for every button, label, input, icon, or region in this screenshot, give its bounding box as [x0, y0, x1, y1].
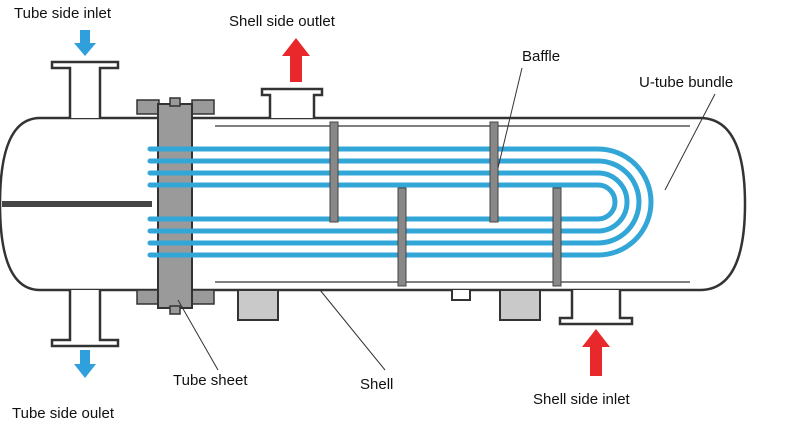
- shell-side-inlet-label: Shell side inlet: [533, 391, 631, 408]
- shell-side-outlet-nozzle: [260, 87, 324, 118]
- flange-bottom-right: [191, 289, 215, 305]
- u-tube-bundle: [147, 146, 654, 258]
- baffle-3: [489, 121, 499, 223]
- u-tube-bundle-label: U-tube bundle: [639, 74, 733, 91]
- tube-sheet-top-cap: [169, 97, 181, 107]
- u-tube-3: [147, 170, 630, 234]
- saddle-support-right: [499, 289, 541, 321]
- baffle-leader-line: [497, 67, 523, 169]
- flange-top-right: [191, 99, 215, 115]
- tube-side-outlet-label: Tube side oulet: [12, 405, 115, 422]
- drain-stub: [451, 290, 471, 301]
- tube-side-inlet-label: Tube side inlet: [14, 5, 112, 22]
- flange-top-left: [136, 99, 160, 115]
- u-tube-2: [147, 158, 642, 246]
- tube-sheet-leader-line: [177, 299, 219, 371]
- shell-side-outlet-arrow-icon: [282, 38, 310, 82]
- shell-side-outlet-label: Shell side outlet: [229, 13, 336, 30]
- u-tube-4: [147, 182, 618, 222]
- tube-sheet-label: Tube sheet: [173, 372, 248, 389]
- shell-side-inlet-arrow-icon: [582, 329, 610, 376]
- tube-side-inlet-nozzle: [50, 60, 120, 118]
- pass-partition-plate: [2, 201, 152, 207]
- tube-side-outlet-nozzle: [50, 290, 120, 348]
- shell-label: Shell: [360, 376, 393, 393]
- saddle-support-left: [237, 289, 279, 321]
- baffle-4: [552, 187, 562, 287]
- tube-sheet-bottom-cap: [169, 305, 181, 315]
- tube-side-outlet-arrow-icon: [74, 350, 96, 378]
- tube-sheet: [157, 103, 193, 309]
- u-tube-bundle-leader-line: [664, 93, 716, 191]
- shell-leader-line: [319, 289, 386, 371]
- baffle-2: [397, 187, 407, 287]
- flange-bottom-left: [136, 289, 160, 305]
- shell-side-inlet-nozzle: [558, 290, 634, 326]
- tube-side-inlet-arrow-icon: [74, 30, 96, 56]
- baffle-1: [329, 121, 339, 223]
- baffle-label: Baffle: [522, 48, 560, 65]
- u-tube-1: [147, 146, 654, 258]
